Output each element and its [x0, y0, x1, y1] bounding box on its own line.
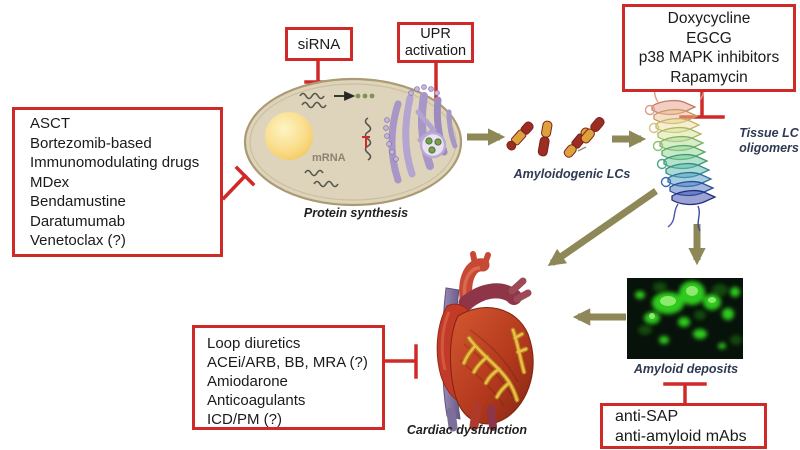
cardiac-therapies-box: Loop diuretics ACEi/ARB, BB, MRA (?) Ami… [192, 325, 385, 430]
sirna-label: siRNA [297, 35, 341, 53]
plasma-cell [243, 77, 463, 207]
mrna-label: mRNA [312, 152, 346, 164]
flow-arrows [467, 128, 706, 326]
amyloidogenic-lcs-label: Amyloidogenic LCs [513, 167, 631, 181]
protein-synthesis-label: Protein synthesis [303, 206, 409, 220]
cardiac-dysfunction-label: Cardiac dysfunction [406, 423, 528, 437]
secretory-vesicle [419, 131, 447, 159]
pulmonary-artery [458, 283, 521, 311]
ribosome-dots [383, 84, 440, 162]
heart-illustration [436, 251, 534, 432]
tissue-lc-oligomers-label: Tissue LC oligomers [739, 126, 799, 155]
amyloid-deposits-label: Amyloid deposits [633, 362, 739, 376]
sirna-box: siRNA [285, 27, 353, 61]
nucleus [265, 112, 313, 160]
amyloidogenic-lc-rods [506, 116, 605, 158]
lc-oligomer-ribbon [644, 76, 717, 232]
mrna-squiggles [299, 92, 372, 188]
arrow-oligomers-to-heart [547, 188, 658, 266]
clone-therapies-box: ASCT Bortezomib-based Immunomodulating d… [12, 107, 223, 257]
amyloid-deposits-image [627, 278, 743, 359]
inhibitor-antisap [663, 382, 707, 405]
upr-activation-box: UPR activation [397, 22, 474, 63]
oligomer-inhibitors-box: Doxycycline EGCG p38 MAPK inhibitors Rap… [622, 4, 796, 92]
er-inhibit-tick [362, 136, 370, 148]
inhibitor-cardiac-drugs [383, 344, 418, 379]
er-golgi [388, 92, 458, 184]
nascent-peptide-dots [355, 93, 375, 99]
inhibitor-sirna [304, 59, 332, 84]
anti-amyloid-box: anti-SAP anti-amyloid mAbs [600, 403, 767, 449]
coronary-arteries [461, 327, 529, 403]
inhibitor-asct [221, 165, 256, 201]
translation-arrow [334, 91, 356, 101]
